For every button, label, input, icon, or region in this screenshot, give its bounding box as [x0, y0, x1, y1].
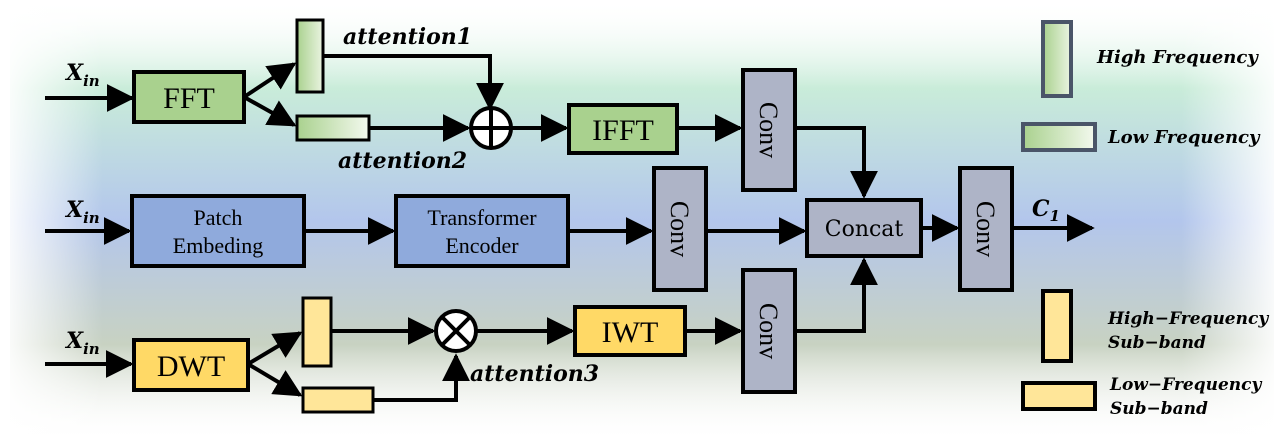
legend-low-subband-line2: Sub−band	[1110, 399, 1208, 419]
attention1-label: attention1	[343, 24, 472, 50]
patch-label-line1: Patch	[194, 205, 243, 230]
legend-high-subband-line1: High−Frequency	[1107, 309, 1269, 329]
legend-low-frequency-swatch	[1021, 122, 1097, 152]
arrow-dwt-low	[246, 362, 303, 397]
legend-low-subband-line1: Low−Frequency	[1109, 375, 1262, 395]
multiply-operator-icon	[434, 309, 478, 353]
high-subband-bar	[301, 296, 333, 368]
ifft-label: IFFT	[592, 114, 654, 147]
legend-high-frequency-label: High Frequency	[1096, 47, 1259, 68]
conv-label-top: Conv	[754, 102, 783, 158]
conv-label-bottom: Conv	[754, 303, 783, 359]
legend: High Frequency Low Frequency High−Freque…	[1021, 20, 1269, 419]
conv-block-top: Conv	[741, 68, 797, 192]
arrow-conv-bottom-concat	[795, 257, 878, 333]
attention3-label: attention3	[470, 361, 599, 387]
dwt-block: DWT	[132, 338, 250, 392]
attention2-label: attention2	[338, 148, 467, 174]
legend-low-subband-swatch	[1021, 381, 1097, 411]
iwt-block: IWT	[573, 305, 687, 357]
ifft-block: IFFT	[567, 103, 679, 155]
transformer-label-line1: Transformer	[427, 205, 537, 230]
patch-label-line2: Embeding	[173, 233, 263, 258]
iwt-label: IWT	[602, 316, 659, 349]
input-label-bottom: Xin	[64, 328, 100, 358]
transformer-encoder-block: Transformer Encoder	[394, 194, 570, 268]
arrow-fft-high	[242, 62, 297, 99]
patch-embedding-block: Patch Embeding	[130, 194, 306, 268]
output-label: C1	[1032, 196, 1060, 225]
legend-high-frequency-swatch	[1041, 20, 1073, 98]
high-frequency-bar	[295, 18, 325, 94]
input-label-top: Xin	[64, 60, 100, 90]
fft-block: FFT	[132, 70, 246, 124]
arrow-conv-top-concat	[795, 126, 878, 199]
arrow-low-mult	[373, 353, 470, 402]
add-operator-icon	[469, 106, 513, 150]
concat-block: Concat	[805, 198, 923, 258]
arrow-dwt-high	[246, 331, 303, 366]
conv-label-middle: Conv	[665, 201, 694, 257]
dwt-label: DWT	[157, 350, 225, 383]
low-subband-bar	[301, 386, 375, 414]
conv-block-final: Conv	[958, 166, 1014, 292]
legend-low-frequency-label: Low Frequency	[1107, 127, 1261, 148]
legend-high-subband-swatch	[1041, 289, 1073, 363]
conv-block-bottom: Conv	[741, 268, 797, 394]
concat-label: Concat	[825, 217, 904, 242]
low-frequency-bar	[295, 114, 371, 142]
conv-label-final: Conv	[971, 201, 1000, 257]
conv-block-middle: Conv	[652, 166, 708, 292]
transformer-label-line2: Encoder	[445, 233, 519, 258]
fft-label: FFT	[163, 82, 215, 115]
legend-high-subband-line2: Sub−band	[1108, 333, 1206, 353]
arrow-fft-low	[243, 95, 297, 127]
arrow-high-plus	[323, 54, 504, 111]
input-label-middle: Xin	[64, 197, 100, 227]
